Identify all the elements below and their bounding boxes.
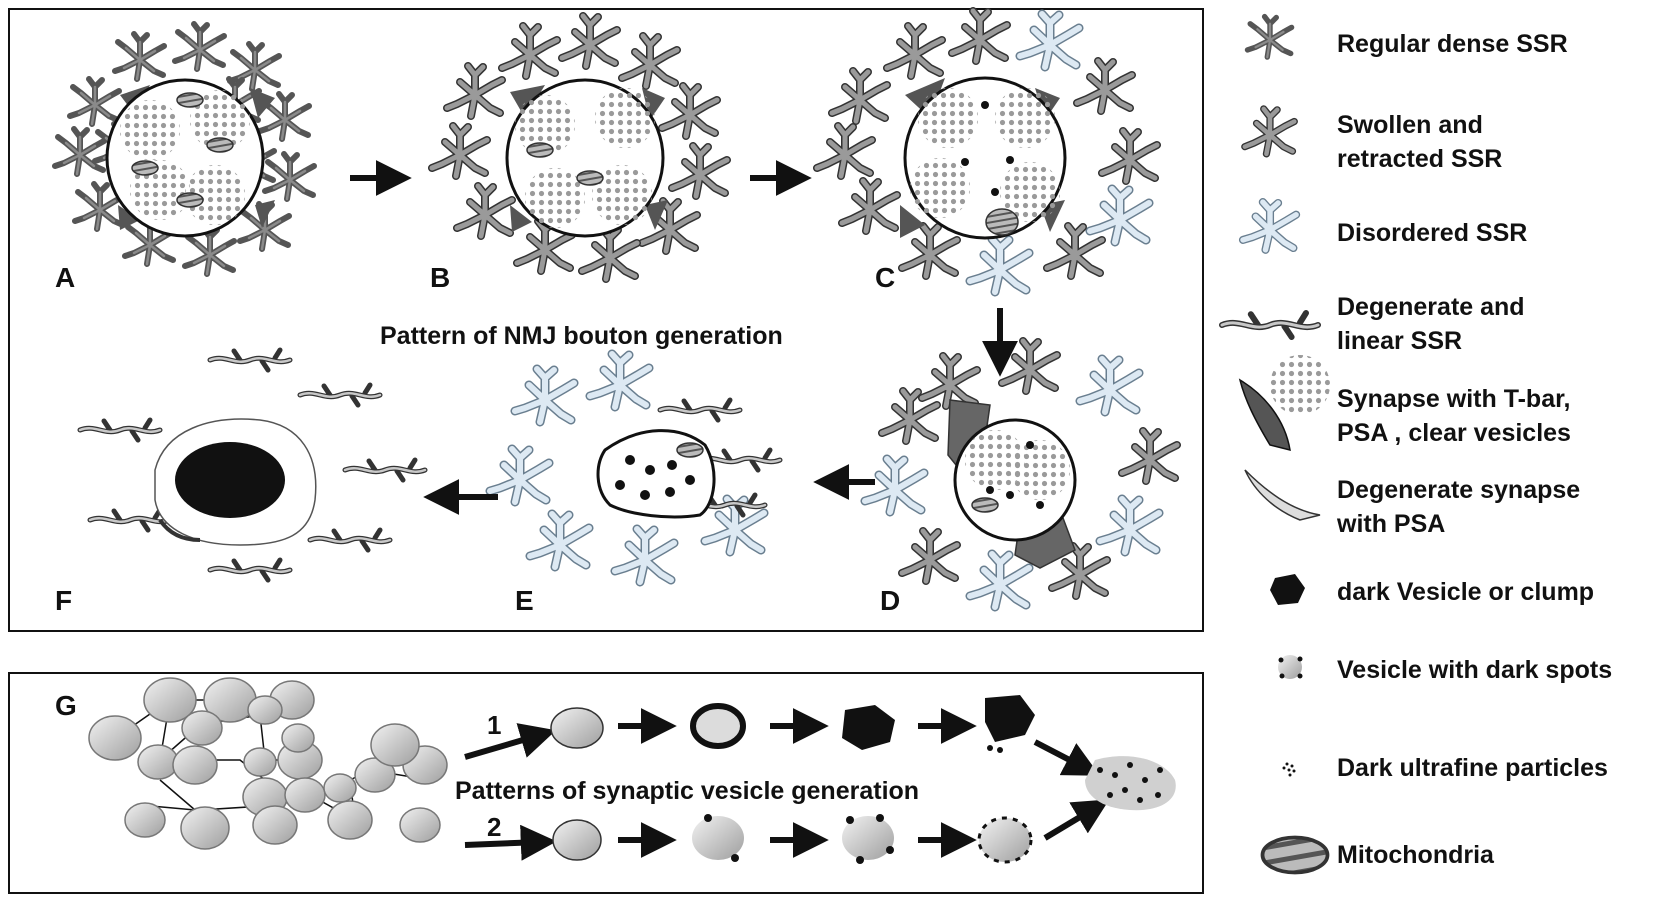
disordered-ssr-icon: [1243, 202, 1296, 250]
mitochondria-icon: [1260, 835, 1330, 875]
legend-item-mitochondria: Mitochondria: [1337, 841, 1494, 869]
bouton-c-illustration: [817, 11, 1157, 292]
synapse-tbar-icon: [1238, 355, 1330, 452]
bouton-d-illustration: [865, 341, 1177, 607]
vesicle-network: [88, 677, 448, 850]
bouton-generation-panel: [8, 8, 1204, 632]
vesicle-generation-panel: [8, 672, 1204, 894]
bouton-b-illustration: [432, 16, 727, 279]
dark-clump: [175, 442, 285, 518]
dark-vesicle-icon: [1270, 574, 1305, 605]
ultrafine-particle-clump: [1085, 756, 1176, 811]
label-d: D: [880, 585, 901, 616]
route-2-label: 2: [487, 812, 502, 842]
legend-item-disordered-ssr: Disordered SSR: [1337, 219, 1528, 247]
vesicle-route-1: [464, 695, 1100, 776]
bouton-a-illustration: [55, 24, 314, 274]
label-g: G: [55, 690, 77, 721]
bouton-progression-arrows: [350, 160, 1018, 515]
route-1-label: 1: [487, 710, 502, 740]
legend-item-spotted-vesicle: Vesicle with dark spots: [1337, 656, 1613, 684]
regular-dense-ssr-icon: [1248, 17, 1292, 58]
label-a: A: [55, 262, 76, 293]
spotted-vesicle-icon: [1278, 655, 1303, 679]
label-b: B: [430, 262, 451, 293]
swollen-retracted-ssr-icon: [1245, 109, 1295, 154]
label-f: F: [55, 585, 73, 616]
degenerate-synapse-icon: [1244, 469, 1321, 521]
label-c: C: [875, 262, 896, 293]
legend-item-dark-vesicle: dark Vesicle or clump: [1337, 578, 1595, 606]
legend-item-regular-ssr: Regular dense SSR: [1337, 30, 1568, 58]
vesicle-generation-title: Patterns of synaptic vesicle generation: [455, 777, 920, 805]
vesicle-route-2: [464, 799, 1110, 864]
degenerate-linear-ssr-icon: [1222, 313, 1318, 337]
bouton-f-illustration: [80, 350, 425, 580]
bouton-e-illustration: [490, 354, 780, 582]
legend-icons: [1222, 17, 1330, 875]
legend-item-synapse-tbar: Synapse with T-bar,PSA , clear vesicles: [1337, 385, 1571, 447]
bouton-generation-title: Pattern of NMJ bouton generation: [380, 322, 783, 350]
label-e: E: [515, 585, 534, 616]
ultrafine-particles-icon: [1282, 762, 1296, 777]
legend-item-ultrafine-particles: Dark ultrafine particles: [1337, 754, 1608, 782]
